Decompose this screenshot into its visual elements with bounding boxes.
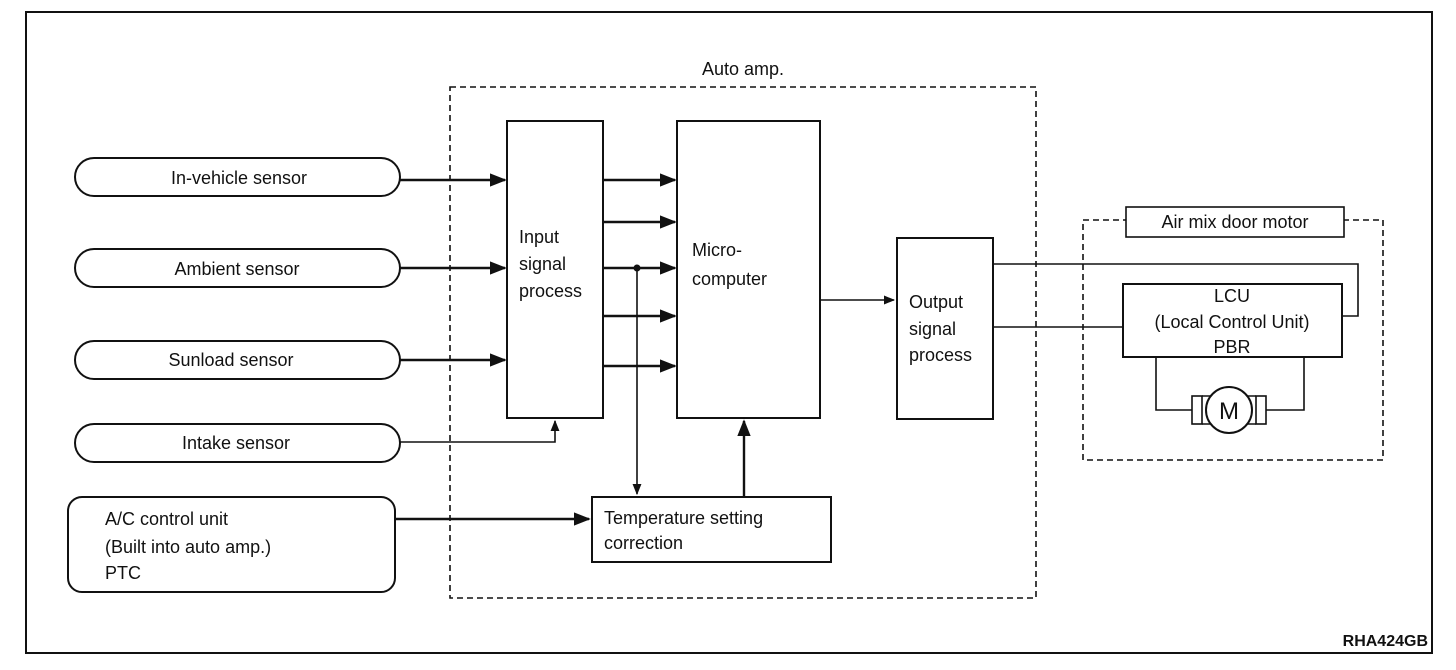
microcomputer-block: Micro- computer [676, 120, 821, 419]
temperature-setting-correction-line2: correction [604, 533, 683, 553]
lcu-block: LCU (Local Control Unit) PBR [1122, 283, 1343, 358]
intake-sensor-block: Intake sensor [74, 423, 401, 463]
sunload-sensor-label: Sunload sensor [168, 350, 293, 370]
outer-frame [25, 11, 1433, 654]
motor-icon: M [1155, 357, 1305, 434]
ac-control-unit-line3: PTC [105, 563, 141, 583]
ac-control-unit-block: A/C control unit (Built into auto amp.) … [67, 496, 396, 593]
input-signal-process-line3: process [519, 281, 582, 301]
sunload-sensor-block: Sunload sensor [74, 340, 401, 380]
air-mix-door-motor-title-box: Air mix door motor [1125, 206, 1345, 238]
lcu-line2: (Local Control Unit) [1154, 312, 1309, 332]
input-signal-process-line1: Input [519, 227, 559, 247]
microcomputer-line1: Micro- [692, 240, 742, 260]
ambient-sensor-label: Ambient sensor [174, 259, 299, 279]
temperature-setting-correction-line1: Temperature setting [604, 508, 763, 528]
auto-amp-title: Auto amp. [702, 59, 784, 79]
in-vehicle-sensor-block: In-vehicle sensor [74, 157, 401, 197]
ac-control-unit-line1: A/C control unit [105, 509, 228, 529]
wire-intake-to-input [400, 419, 560, 443]
ac-control-unit-line2: (Built into auto amp.) [105, 537, 271, 557]
in-vehicle-sensor-label: In-vehicle sensor [171, 168, 307, 188]
air-mix-door-motor-title: Air mix door motor [1161, 212, 1308, 232]
auto-amp-boundary [449, 86, 1037, 599]
temperature-setting-correction-block: Temperature setting correction [591, 496, 832, 563]
microcomputer-line2: computer [692, 269, 767, 289]
input-signal-process-line2: signal [519, 254, 566, 274]
output-signal-process-line3: process [909, 345, 972, 365]
output-signal-process-line1: Output [909, 292, 963, 312]
figure-reference: RHA424GB [1343, 633, 1428, 650]
wire-output-to-lcu-feedback [993, 263, 1359, 317]
output-signal-process-line2: signal [909, 319, 956, 339]
input-signal-process-block: Input signal process [506, 120, 604, 419]
output-signal-process-block: Output signal process [896, 237, 994, 420]
motor-symbol: M [1219, 398, 1239, 425]
lcu-line3: PBR [1213, 337, 1250, 357]
ambient-sensor-block: Ambient sensor [74, 248, 401, 288]
lcu-line1: LCU [1214, 286, 1250, 306]
intake-sensor-label: Intake sensor [182, 433, 290, 453]
